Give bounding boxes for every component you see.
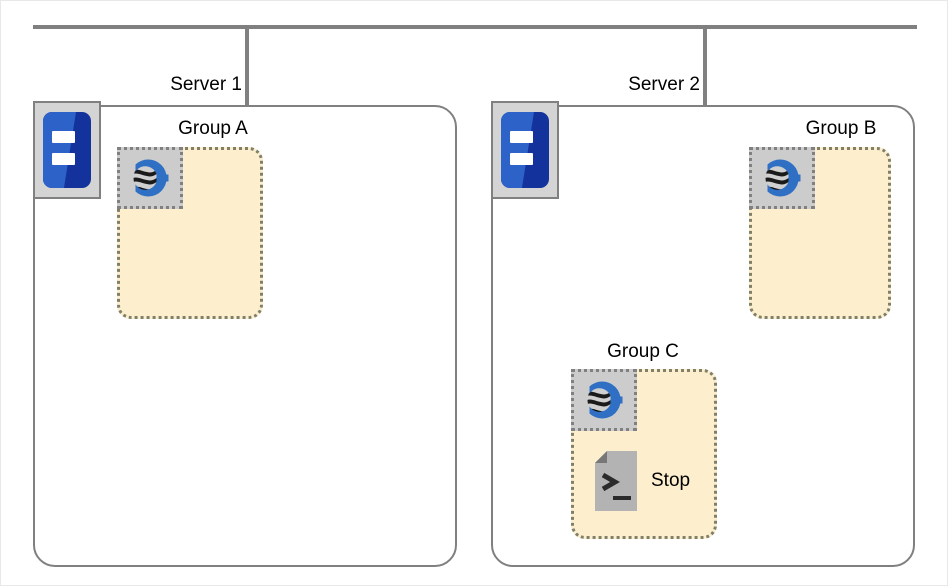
server-1-label: Server 1 (170, 74, 242, 95)
script-item-label: Stop (651, 470, 691, 491)
group-c-cluster-globe-icon[interactable] (571, 369, 637, 431)
server-unit-slot-1 (52, 131, 75, 143)
group-a-box[interactable] (117, 147, 263, 319)
network-bus-drop-server-1 (245, 27, 249, 107)
cluster-globe-glyph (133, 159, 169, 197)
server-2-icon[interactable] (491, 101, 559, 199)
group-b-label: Group B (805, 118, 877, 139)
group-a-cluster-globe-icon[interactable] (117, 147, 183, 209)
server-2-box[interactable] (491, 105, 915, 567)
server-unit-slot-2 (52, 153, 75, 165)
server-unit-slot-2 (510, 153, 533, 165)
cluster-globe-glyph (765, 159, 801, 197)
server-1-box[interactable] (33, 105, 457, 567)
group-a-label: Group A (178, 118, 248, 139)
server-unit-body (43, 112, 91, 188)
network-bus-horizontal (33, 25, 917, 29)
network-bus-drop-server-2 (703, 27, 707, 107)
script-item-stop[interactable]: Stop (593, 449, 690, 513)
server-unit-body (501, 112, 549, 188)
group-c-label: Group C (607, 341, 679, 362)
group-b-cluster-globe-icon[interactable] (749, 147, 815, 209)
server-unit-slot-1 (510, 131, 533, 143)
script-document-icon (593, 449, 639, 513)
cluster-globe-glyph (587, 381, 623, 419)
server-2-label: Server 2 (628, 74, 700, 95)
server-1-icon[interactable] (33, 101, 101, 199)
script-document-glyph (595, 451, 637, 511)
